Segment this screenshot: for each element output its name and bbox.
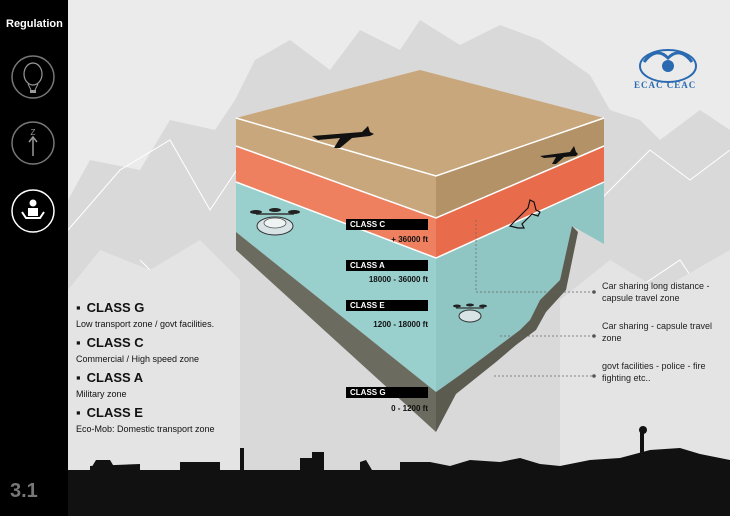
list-item: CLASS E Eco-Mob: Domestic transport zone (76, 405, 276, 434)
layer-altitude-class-c: + 36000 ft (391, 235, 428, 244)
class-name: CLASS C (76, 335, 276, 350)
layer-tag-class-c: CLASS C (346, 219, 428, 230)
annotation-govt-facilities: govt facilities - police - fire fighting… (602, 361, 706, 383)
logo-text: ECAC CEAC (634, 80, 697, 90)
balloon-icon (11, 55, 55, 99)
airplane-icon (312, 126, 374, 148)
layer-tag-class-e: CLASS E (346, 300, 428, 311)
annotation-capsule-travel: Car sharing - capsule travel zone (602, 321, 713, 343)
layer-altitude-class-g: 0 - 1200 ft (391, 404, 428, 413)
class-name: CLASS G (76, 300, 276, 315)
layer-class-c-right (436, 118, 604, 218)
drone-icon (453, 303, 487, 323)
layer-altitude-class-a: 18000 - 36000 ft (368, 275, 428, 284)
altitude-icon: Z (11, 121, 55, 165)
svg-text:Z: Z (31, 128, 36, 137)
list-item: CLASS G Low transport zone / govt facili… (76, 300, 276, 329)
airspace-cube (235, 70, 605, 432)
annotation-connectors (475, 220, 596, 378)
layer-class-e-left (236, 182, 436, 392)
class-legend: CLASS G Low transport zone / govt facili… (76, 300, 276, 440)
class-description: Military zone (76, 389, 127, 399)
person-icon (11, 189, 55, 233)
layer-tag-class-g: CLASS G (346, 387, 428, 398)
list-item: CLASS C Commercial / High speed zone (76, 335, 276, 364)
layer-class-c-left (236, 118, 436, 218)
layer-class-e-right (436, 182, 604, 392)
drone-icon (250, 208, 300, 236)
airplane-icon (540, 146, 578, 164)
layer-class-g-right (436, 226, 578, 432)
city-skyline (68, 426, 730, 516)
annotation-long-distance: Car sharing long distance - capsule trav… (602, 281, 710, 303)
class-name: CLASS E (76, 405, 276, 420)
page-number: 3.1 (10, 480, 38, 502)
ecac-logo-icon (639, 49, 697, 83)
layer-class-a-left (236, 146, 436, 258)
class-description: Commercial / High speed zone (76, 354, 200, 364)
class-name: CLASS A (76, 370, 276, 385)
layer-class-a-right (436, 146, 604, 258)
class-description: Low transport zone / govt facilities. (76, 319, 215, 329)
sidebar-title: Regulation (6, 18, 63, 30)
layer-class-g-left (236, 232, 436, 432)
layer-altitude-class-e: 1200 - 18000 ft (373, 320, 428, 329)
list-item: CLASS A Military zone (76, 370, 276, 399)
class-description: Eco-Mob: Domestic transport zone (76, 424, 215, 434)
fighter-jet-icon (508, 199, 541, 229)
layer-tag-class-a: CLASS A (346, 260, 428, 271)
sidebar: Regulation Z 3.1 (0, 0, 68, 516)
